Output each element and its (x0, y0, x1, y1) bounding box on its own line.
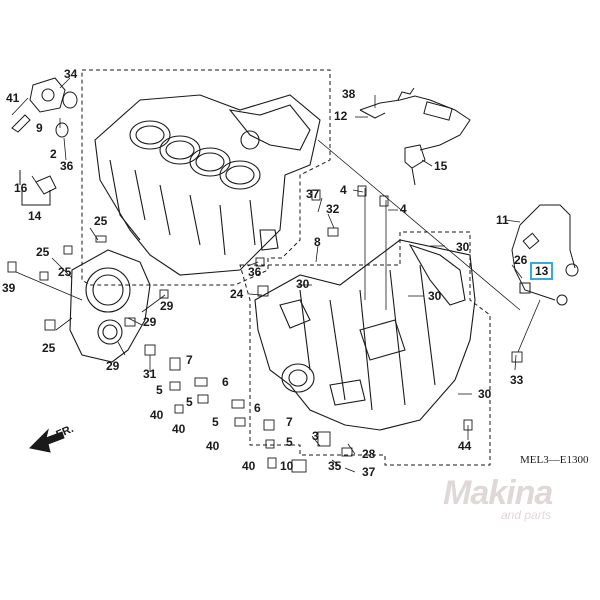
callout-39: 39 (2, 281, 16, 295)
callout-33: 33 (510, 373, 524, 387)
lower-crankcase-group-frame (239, 231, 491, 466)
callout-25: 25 (42, 341, 56, 355)
callout-32: 32 (326, 202, 340, 216)
callout-30: 30 (428, 289, 442, 303)
sensor-harness-11 (519, 204, 576, 269)
watermark-logo: Makina and parts (425, 470, 600, 530)
callout-38: 38 (342, 87, 356, 101)
callout-41: 41 (6, 91, 20, 105)
callout-40: 40 (150, 408, 164, 422)
watermark-subtext: and parts (501, 508, 552, 522)
callout-26: 26 (514, 253, 528, 267)
callout-34: 34 (64, 67, 78, 81)
callout-5: 5 (286, 435, 293, 449)
callout-29: 29 (106, 359, 120, 373)
callout-6: 6 (222, 375, 229, 389)
callout-13-highlighted: 13 (530, 262, 554, 280)
front-direction-arrow (28, 428, 65, 453)
callout-36: 36 (60, 159, 74, 173)
callout-12: 12 (334, 109, 348, 123)
callout-11: 11 (496, 213, 509, 227)
callout-30: 30 (296, 277, 310, 291)
speed-sensor-15 (404, 144, 426, 169)
callout-24: 24 (230, 287, 244, 301)
callout-5: 5 (212, 415, 219, 429)
callout-5: 5 (186, 395, 193, 409)
callout-5: 5 (156, 383, 163, 397)
callout-29: 29 (160, 299, 174, 313)
upper-crankcase-group-frame (81, 69, 331, 286)
callout-40: 40 (206, 439, 220, 453)
callout-8: 8 (314, 235, 321, 249)
callout-7: 7 (286, 415, 293, 429)
callout-44: 44 (458, 439, 472, 453)
callout-30: 30 (478, 387, 492, 401)
speed-sensor-harness (359, 95, 471, 151)
callout-25: 25 (58, 265, 72, 279)
callout-4: 4 (400, 202, 407, 216)
callout-35: 35 (328, 459, 342, 473)
callout-6: 6 (254, 401, 261, 415)
callout-25: 25 (94, 214, 108, 228)
callout-40: 40 (172, 422, 186, 436)
sensor-9 (29, 77, 66, 113)
bracket-14 (21, 190, 51, 206)
sensor-16 (35, 175, 57, 195)
callout-10: 10 (280, 459, 294, 473)
callout-37: 37 (362, 465, 376, 479)
callout-28: 28 (362, 447, 376, 461)
callout-14: 14 (28, 209, 42, 223)
side-cover (69, 249, 151, 363)
callout-7: 7 (186, 353, 193, 367)
lower-crankcase (254, 239, 476, 431)
callout-31: 31 (143, 367, 157, 381)
watermark-brand: Makina (443, 474, 553, 512)
callout-4: 4 (340, 183, 347, 197)
callout-16: 16 (14, 181, 28, 195)
diagram-part-code: MEL3—E1300 (520, 454, 589, 466)
upper-crankcase (94, 94, 321, 276)
o-ring-34 (62, 91, 78, 109)
callout-2: 2 (50, 147, 57, 161)
callout-15: 15 (434, 159, 448, 173)
callout-36: 36 (248, 265, 262, 279)
callout-3: 3 (312, 429, 319, 443)
callout-29: 29 (143, 315, 157, 329)
callout-40: 40 (242, 459, 256, 473)
callout-37: 37 (306, 187, 320, 201)
callout-30: 30 (456, 240, 470, 254)
callout-25: 25 (36, 245, 50, 259)
callout-9: 9 (36, 121, 43, 135)
